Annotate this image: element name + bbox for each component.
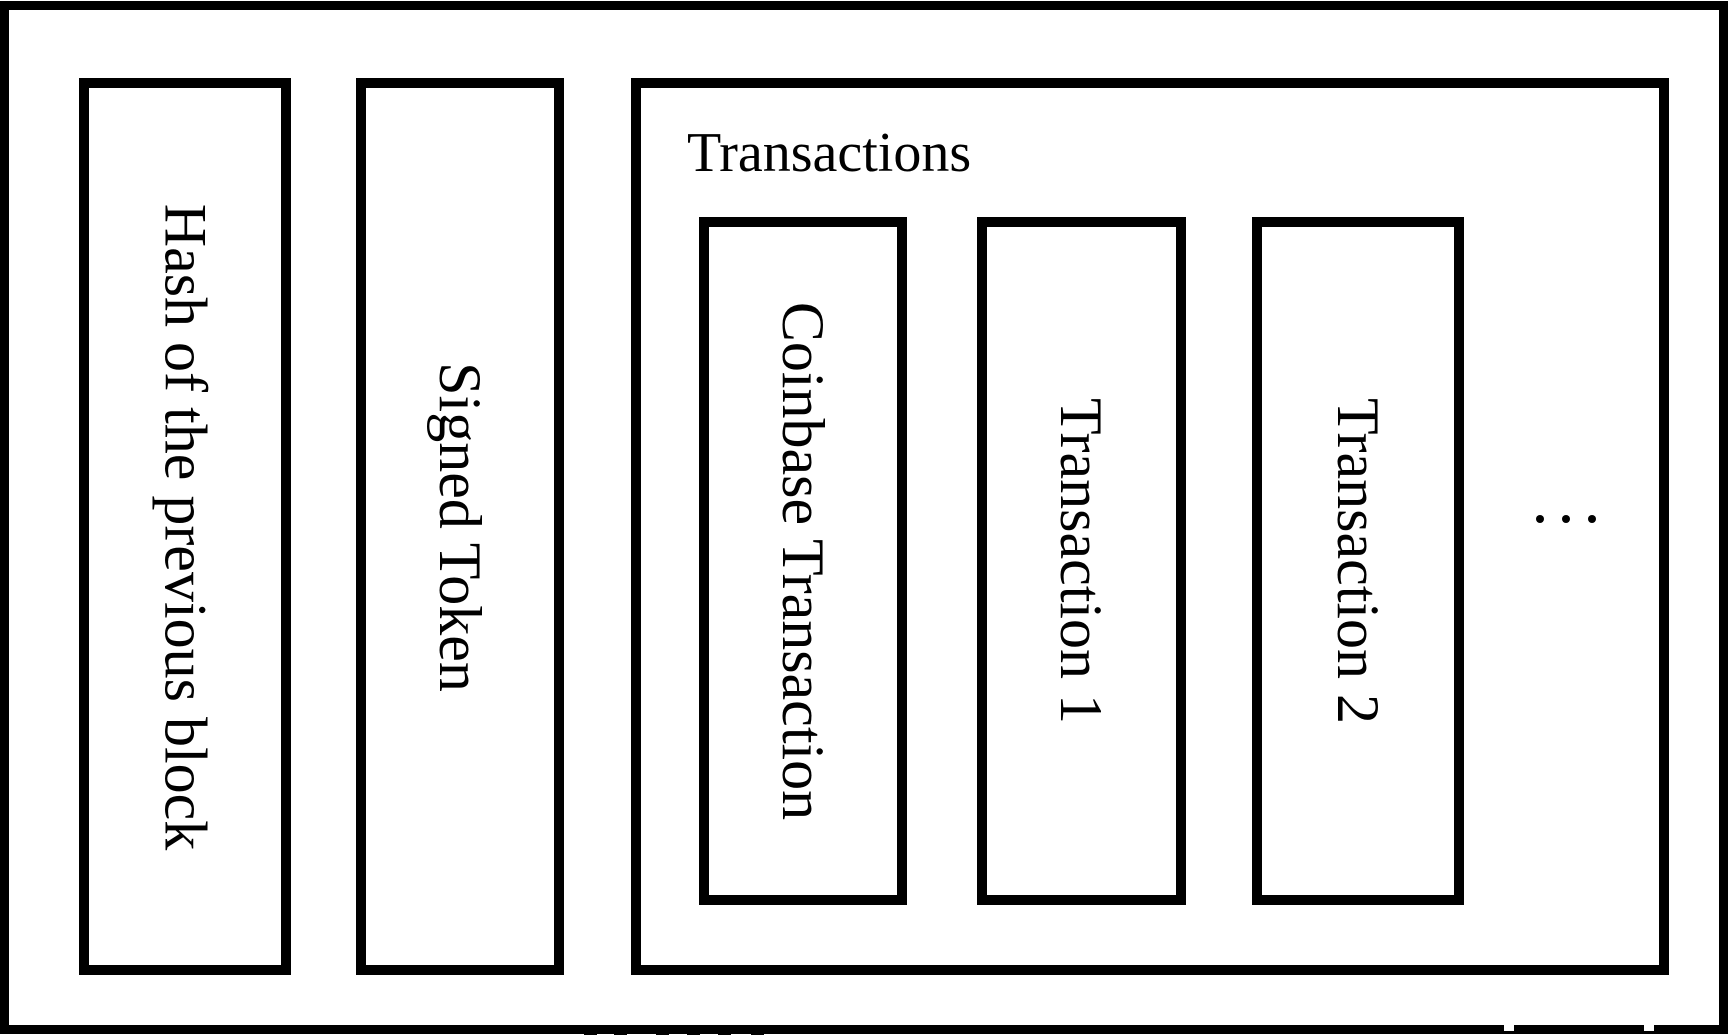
transaction-2-label: Transaction 2	[1325, 397, 1392, 725]
field-signed-token-label: Signed Token	[427, 361, 493, 692]
field-prev-hash-box: Hash of the previous block	[79, 78, 291, 975]
coinbase-transaction-label: Coinbase Transaction	[770, 301, 837, 821]
bottom-crop-artifact	[1644, 1025, 1654, 1031]
bottom-crop-artifact	[687, 1030, 700, 1035]
bottom-crop-artifact	[718, 1030, 731, 1035]
ellipsis-dot	[1588, 515, 1596, 523]
bottom-crop-artifact	[614, 1030, 627, 1035]
bottom-crop-artifact	[751, 1030, 764, 1035]
bottom-crop-artifact	[584, 1030, 597, 1035]
transactions-title: Transactions	[687, 122, 972, 184]
transaction-1-label: Transaction 1	[1048, 397, 1115, 725]
bottom-crop-artifact	[1504, 1025, 1514, 1031]
field-prev-hash-label: Hash of the previous block	[152, 203, 218, 850]
transaction-2-box: Transaction 2	[1252, 217, 1464, 905]
field-transactions-box: Transactions Coinbase Transaction Transa…	[631, 78, 1669, 975]
transaction-1-box: Transaction 1	[977, 217, 1186, 905]
field-signed-token-box: Signed Token	[356, 78, 564, 975]
ellipsis-icon	[1536, 515, 1596, 523]
coinbase-transaction-box: Coinbase Transaction	[699, 217, 907, 905]
ellipsis-dot	[1536, 515, 1544, 523]
ellipsis-dot	[1562, 515, 1570, 523]
bottom-crop-artifact	[656, 1030, 669, 1035]
